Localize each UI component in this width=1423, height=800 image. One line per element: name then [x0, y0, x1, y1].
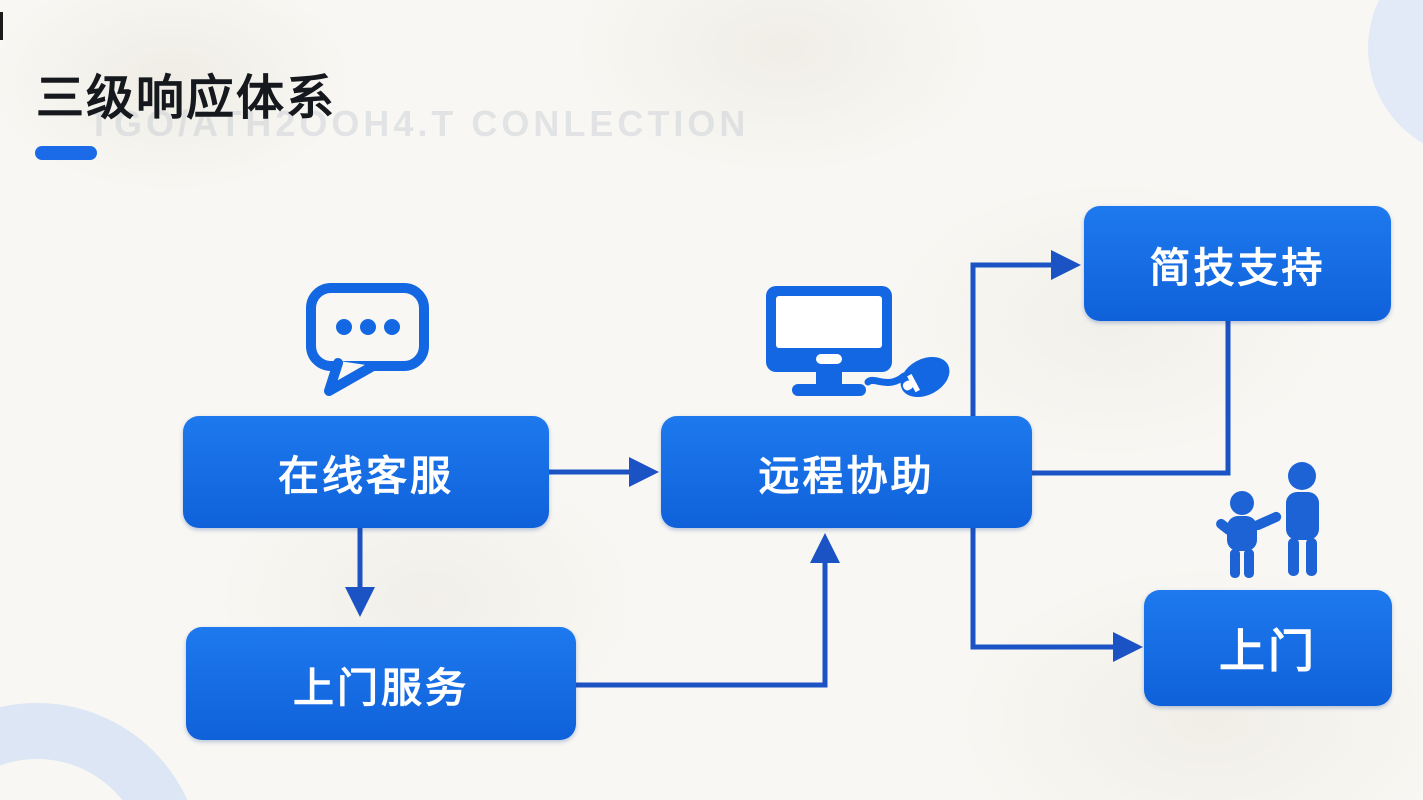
edge-remote-to-tech-line: [1032, 321, 1231, 476]
node-tech-support-label: 简技支持: [1149, 244, 1326, 291]
node-remote-assist-label: 远程协助: [758, 453, 935, 499]
chat-bubble-icon: [306, 283, 429, 396]
node-visit-label: 上门: [1219, 625, 1317, 677]
arrowhead-down-1: [345, 587, 375, 617]
arrowhead-right-3: [1113, 632, 1143, 662]
title-underline: [35, 146, 97, 160]
node-visit-service-label: 上门服务: [293, 664, 469, 711]
node-remote-assist: 远程协助: [661, 416, 1032, 528]
edge-remote-to-tech-arrow: [970, 262, 1052, 416]
page-title: 三级响应体系: [36, 72, 337, 125]
node-tech-support: 简技支持: [1084, 206, 1391, 321]
node-visit: 上门: [1144, 590, 1392, 706]
edge-visit-service-to-remote: [576, 562, 828, 688]
people-icon: [1216, 462, 1319, 578]
node-visit-service: 上门服务: [186, 627, 576, 740]
node-online-service-label: 在线客服: [278, 453, 454, 499]
arrowhead-up-1: [810, 533, 840, 563]
node-online-service: 在线客服: [183, 416, 549, 528]
arrowhead-right-2: [1051, 250, 1081, 280]
background-watermark: TGO/ATH2OOH4.T CONLECTION: [88, 103, 750, 144]
edge-remote-to-visit: [970, 528, 1114, 650]
computer-mouse-icon: [766, 286, 950, 398]
left-edge-mark: [0, 12, 3, 40]
arrowhead-right-1: [629, 457, 659, 487]
